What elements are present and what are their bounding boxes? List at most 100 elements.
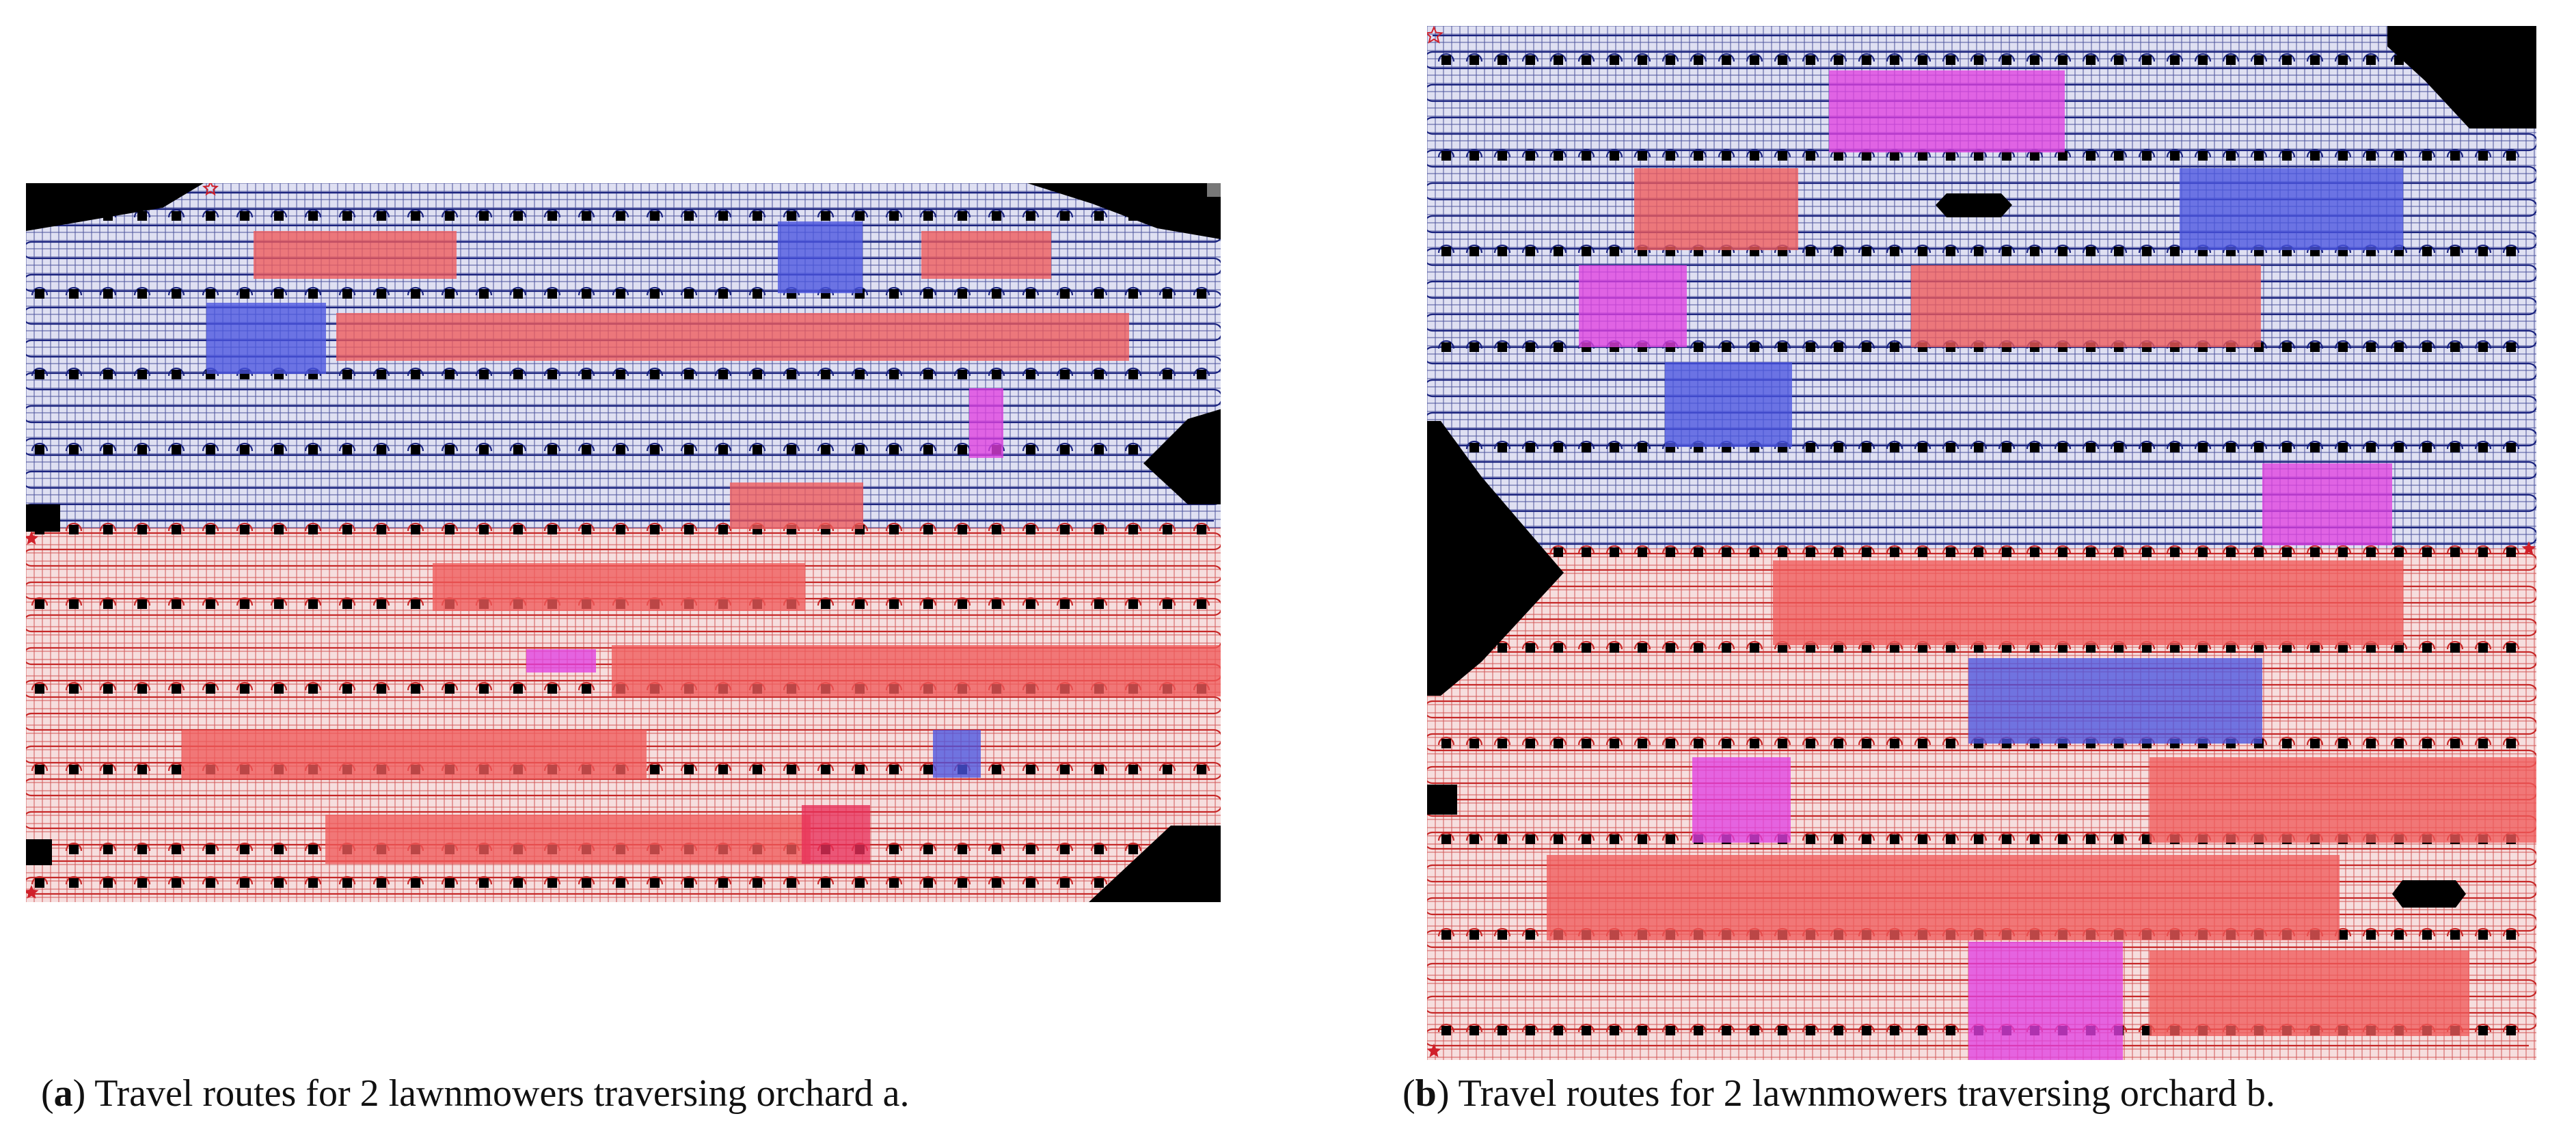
- tree-detour-arc: [338, 367, 356, 377]
- tree-marker: [1666, 55, 1675, 65]
- tree-detour-arc: [2054, 832, 2072, 841]
- tree-marker: [103, 845, 113, 854]
- tree-marker: [513, 289, 523, 299]
- tree-marker: [1610, 151, 1619, 161]
- tree-marker: [411, 525, 420, 534]
- tree-marker: [479, 525, 489, 534]
- tree-marker: [855, 370, 865, 379]
- region-blue: [206, 303, 326, 374]
- tree-detour-arc: [338, 286, 356, 296]
- tree-detour-arc: [1633, 148, 1651, 158]
- tree-detour-arc: [372, 875, 390, 885]
- tree-detour-arc: [407, 208, 424, 218]
- tree-marker: [103, 684, 113, 694]
- tree-marker: [2366, 547, 2376, 557]
- tree-marker: [1974, 443, 1983, 452]
- tree-marker: [1918, 547, 1927, 557]
- tree-marker: [2422, 247, 2432, 256]
- tree-marker: [1890, 342, 1899, 352]
- tree-marker: [2478, 739, 2488, 748]
- tree-marker: [2478, 930, 2488, 940]
- tree-detour-arc: [2446, 736, 2464, 746]
- tree-detour-arc: [2418, 545, 2436, 554]
- tree-marker: [1441, 930, 1451, 940]
- tree-detour-arc: [2446, 244, 2464, 254]
- tree-detour-arc: [1718, 340, 1735, 349]
- tree-detour-arc: [1465, 832, 1483, 841]
- tree-marker: [2394, 739, 2404, 748]
- tree-detour-arc: [65, 842, 83, 852]
- tree-marker: [172, 370, 181, 379]
- tree-detour-arc: [1662, 736, 1679, 746]
- tree-marker: [1060, 211, 1070, 221]
- tree-detour-arc: [202, 842, 219, 852]
- tree-marker: [1060, 845, 1070, 854]
- tree-marker: [2506, 547, 2516, 557]
- tree-marker: [923, 845, 933, 854]
- tree-marker: [103, 445, 113, 454]
- tree-marker: [1946, 834, 1955, 844]
- tree-marker: [1197, 525, 1206, 534]
- tree-detour-arc: [578, 875, 595, 885]
- tree-detour-arc: [167, 442, 185, 452]
- tree-detour-arc: [851, 597, 869, 606]
- tree-detour-arc: [1914, 832, 1931, 841]
- tree-marker: [2478, 247, 2488, 256]
- tree-detour-arc: [543, 875, 561, 885]
- tree-detour-arc: [1690, 545, 1707, 554]
- tree-marker: [1497, 247, 1507, 256]
- tree-detour-arc: [646, 522, 664, 532]
- obstacle-corner: [26, 839, 52, 865]
- tree-detour-arc: [509, 681, 527, 691]
- tree-detour-arc: [1605, 832, 1623, 841]
- tree-detour-arc: [1830, 244, 1847, 254]
- tree-detour-arc: [509, 522, 527, 532]
- tree-marker: [1554, 55, 1563, 65]
- grid-lines: [26, 528, 1221, 902]
- tree-marker: [206, 445, 215, 454]
- tree-marker: [172, 289, 181, 299]
- tree-marker: [1497, 342, 1507, 352]
- tree-marker: [1862, 247, 1871, 256]
- star-end-marker: [26, 885, 39, 899]
- tree-marker: [2030, 547, 2039, 557]
- tree-marker: [1526, 247, 1535, 256]
- tree-marker: [274, 599, 284, 609]
- tree-detour-arc: [680, 367, 698, 377]
- tree-detour-arc: [2446, 927, 2464, 937]
- tree-marker: [1890, 547, 1899, 557]
- tree-detour-arc: [338, 442, 356, 452]
- tree-detour-arc: [2278, 736, 2296, 746]
- tree-marker: [1060, 765, 1070, 774]
- tree-detour-arc: [2194, 440, 2212, 450]
- tree-detour-arc: [1056, 762, 1074, 772]
- tree-marker: [2450, 443, 2460, 452]
- tree-detour-arc: [1549, 640, 1567, 650]
- tree-detour-arc: [65, 442, 83, 452]
- tree-detour-arc: [133, 442, 151, 452]
- tree-marker: [1554, 834, 1563, 844]
- tree-marker: [684, 445, 694, 454]
- tree-marker: [479, 370, 489, 379]
- tree-marker: [2338, 151, 2348, 161]
- tree-detour-arc: [2502, 148, 2520, 158]
- tree-marker: [1497, 643, 1507, 653]
- tree-marker: [616, 370, 625, 379]
- tree-marker: [2114, 547, 2124, 557]
- tree-detour-arc: [1465, 440, 1483, 450]
- tree-detour-arc: [988, 522, 1005, 532]
- region-blue: [1968, 658, 2262, 744]
- tree-marker: [855, 211, 865, 221]
- tree-marker: [855, 878, 865, 888]
- tree-detour-arc: [953, 842, 971, 852]
- tree-marker: [582, 525, 591, 534]
- tree-marker: [513, 878, 523, 888]
- tree-detour-arc: [2474, 640, 2492, 650]
- tree-marker: [2114, 247, 2124, 256]
- tree-detour-arc: [133, 681, 151, 691]
- tree-marker: [2478, 342, 2488, 352]
- tree-marker: [274, 878, 284, 888]
- tree-marker: [1441, 1026, 1451, 1035]
- tree-marker: [821, 445, 830, 454]
- tree-detour-arc: [202, 442, 219, 452]
